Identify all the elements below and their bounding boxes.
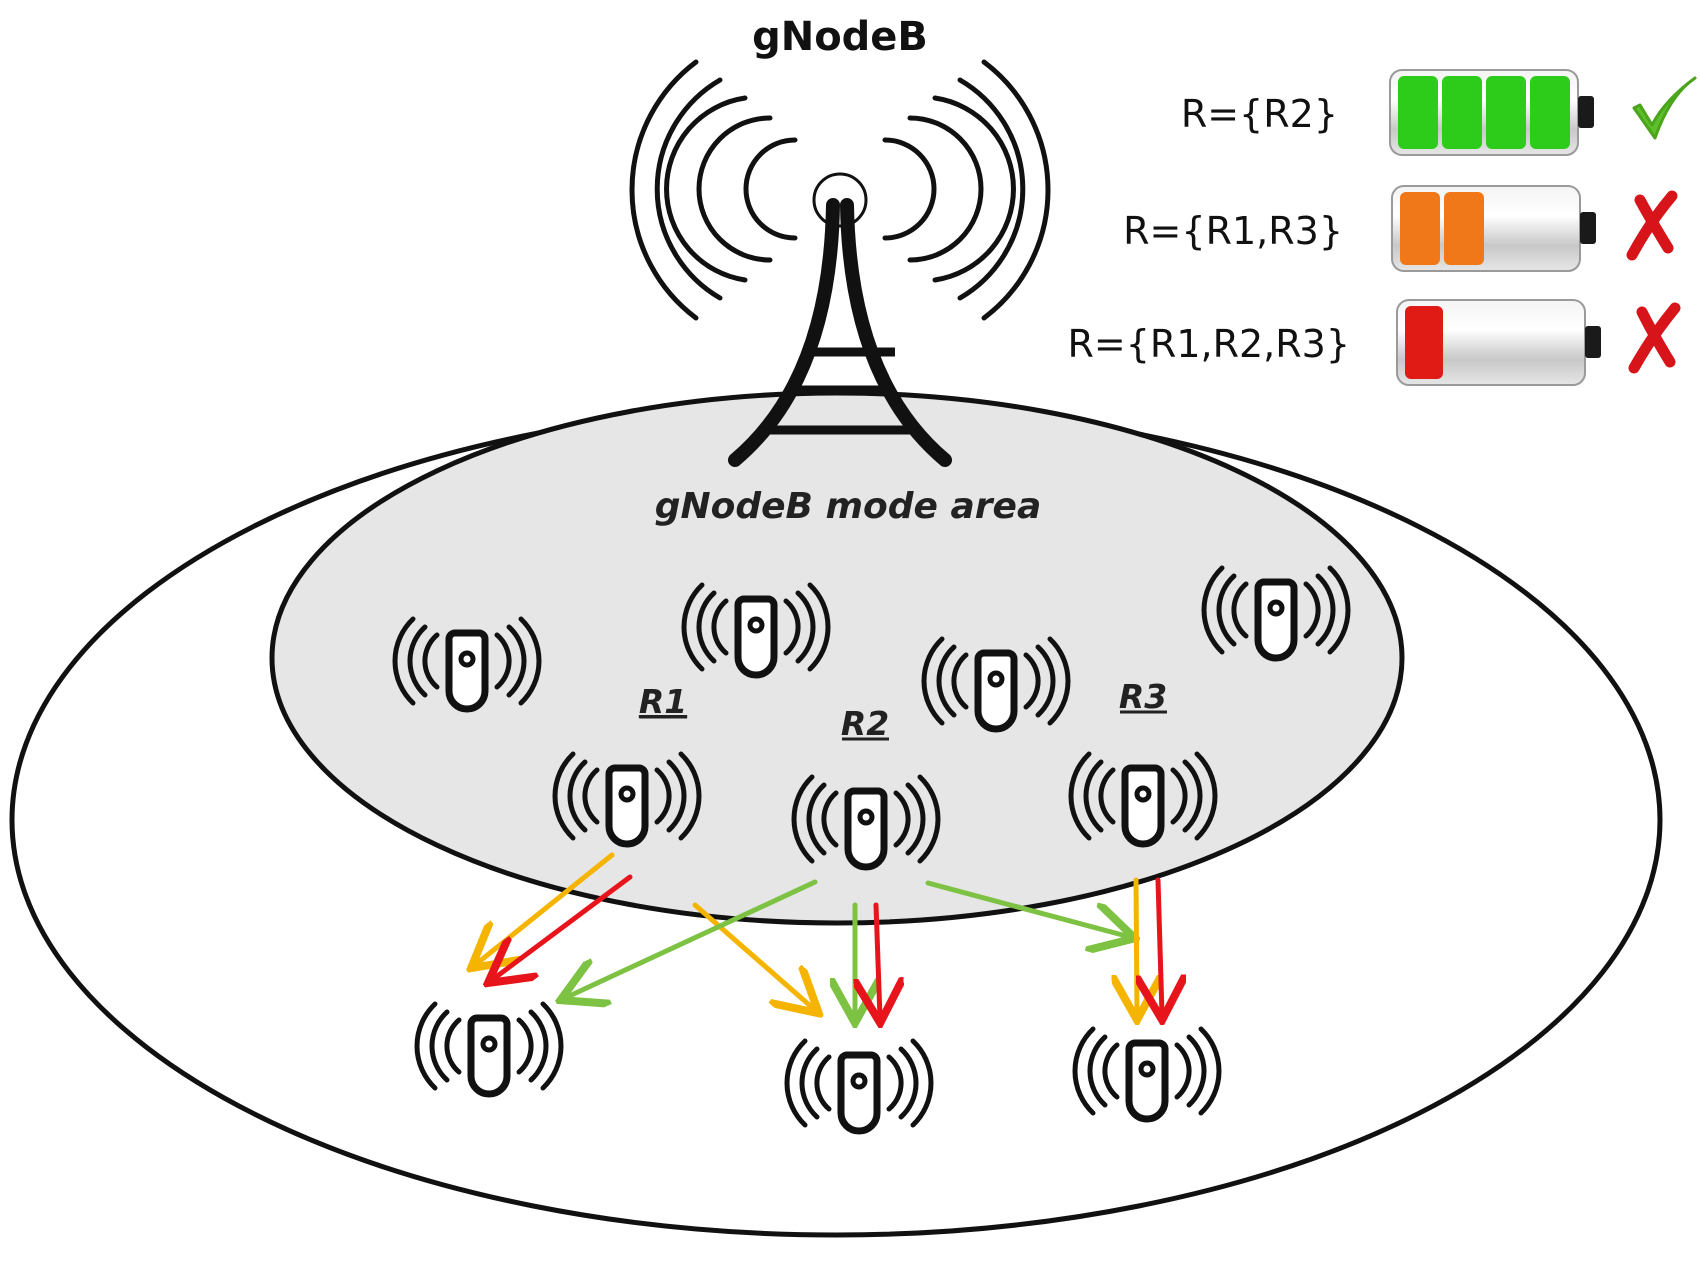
legend: R={R2} R={R1,R3} R={R1,R2,R3}: [1068, 69, 1697, 386]
cross-icon-row-2: [1626, 190, 1678, 261]
link-r1-orange-middle: [692, 902, 815, 1010]
relay-r2-label: R2: [841, 704, 889, 743]
link-r3-orange-down: [1136, 877, 1137, 1015]
link-r3-red-down: [1158, 877, 1162, 1015]
battery-full-icon: [1389, 69, 1594, 156]
battery-low-icon: [1396, 299, 1601, 386]
legend-row-3-label: R={R1,R2,R3}: [1068, 322, 1351, 366]
relay-links: [475, 852, 1162, 1018]
link-r2-green-left: [565, 879, 818, 998]
relay-r3-label: R3: [1119, 677, 1167, 716]
legend-row-2-label: R={R1,R3}: [1123, 209, 1343, 253]
link-r1-red-left: [492, 874, 633, 980]
link-r2-green-right: [925, 880, 1130, 937]
check-icon: [1632, 76, 1697, 140]
cell-tower-icon: [629, 59, 1051, 467]
legend-row-1-label: R={R2}: [1181, 92, 1338, 136]
mode-area-label: gNodeB mode area: [655, 486, 1042, 527]
battery-half-icon: [1391, 185, 1596, 272]
tower-label: gNodeB: [752, 14, 928, 60]
relay-r1-label: R1: [639, 682, 687, 721]
link-r2-red-down: [876, 902, 880, 1018]
cross-icon-row-3: [1628, 302, 1681, 374]
